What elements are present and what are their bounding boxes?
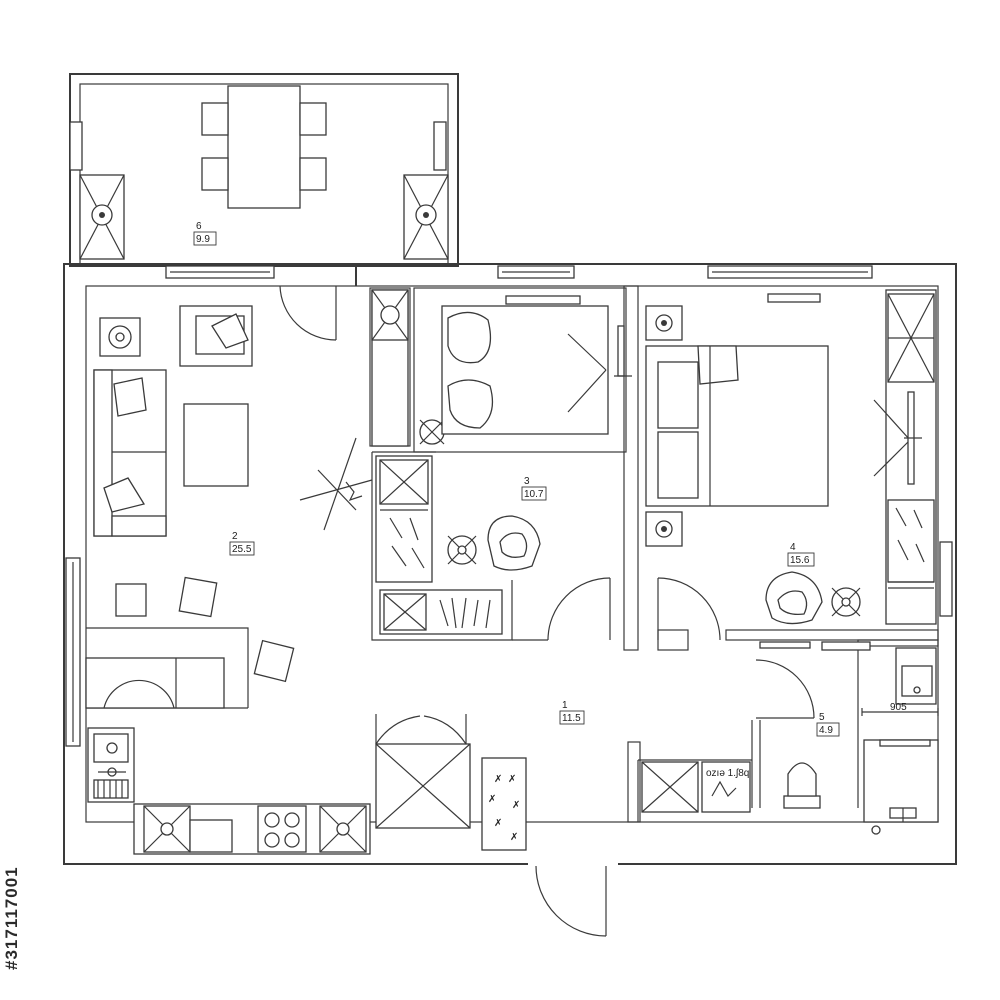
svg-text:4: 4 <box>790 542 796 553</box>
svg-text:6: 6 <box>196 221 202 232</box>
balcony-plant-left <box>79 174 125 260</box>
bedroom-3-armchair <box>487 515 541 571</box>
dining-chair <box>253 639 295 683</box>
svg-text:10.7: 10.7 <box>524 489 544 500</box>
balcony <box>69 73 459 267</box>
svg-text:25.5: 25.5 <box>232 544 252 555</box>
svg-text:ozıə 1.ʃ8q: ozıə 1.ʃ8q <box>706 768 749 779</box>
bedroom-4-lamp <box>831 587 861 617</box>
bathroom: 905 <box>783 647 939 835</box>
bedroom-3-bed <box>413 287 632 453</box>
balcony-dining-table <box>201 85 327 209</box>
living-plant <box>99 317 141 357</box>
hall-rug: ✗ ✗ ✗ ✗ ✗ ✗ <box>481 757 527 851</box>
hall-wardrobe <box>375 743 471 829</box>
bedroom-3-closet <box>375 455 433 583</box>
living-armchair <box>179 305 253 367</box>
floor-lamp <box>299 437 373 531</box>
nightstand <box>645 511 683 547</box>
doors <box>279 285 815 937</box>
stock-id-text: #317117001 <box>2 866 21 970</box>
svg-text:2: 2 <box>232 531 238 542</box>
svg-text:5: 5 <box>819 712 825 723</box>
bedroom-3-wardrobe <box>371 289 409 447</box>
kitchen-stove <box>257 805 307 853</box>
svg-text:9.9: 9.9 <box>196 234 210 245</box>
bedroom-3 <box>371 287 632 635</box>
room-label-4: 4 15.6 <box>787 542 815 567</box>
svg-text:15.6: 15.6 <box>790 555 810 566</box>
svg-text:✗: ✗ <box>508 774 516 785</box>
room-label-5: 5 4.9 <box>816 712 840 737</box>
bedroom-4 <box>645 289 937 651</box>
svg-text:3: 3 <box>524 476 530 487</box>
bedroom-3-shelf <box>379 589 503 635</box>
dining-chair <box>115 583 147 617</box>
room-label-3: 3 10.7 <box>521 476 547 501</box>
bedroom-4-wardrobe <box>873 289 937 625</box>
svg-text:✗: ✗ <box>494 818 502 829</box>
kitchen <box>87 727 371 855</box>
svg-text:✗: ✗ <box>512 800 520 811</box>
svg-text:1: 1 <box>562 700 568 711</box>
room-label-1: 1 11.5 <box>559 700 585 725</box>
svg-text:4.9: 4.9 <box>819 725 833 736</box>
nightstand <box>645 305 683 341</box>
living-room <box>85 305 373 709</box>
svg-text:✗: ✗ <box>488 794 496 805</box>
shower <box>863 739 939 835</box>
living-sofa <box>93 369 167 537</box>
bar-counter <box>85 627 249 709</box>
stock-id-watermark: #317117001 <box>2 760 21 970</box>
toilet <box>783 762 821 809</box>
bedroom-3-plant <box>419 419 445 445</box>
dining-chair <box>178 576 218 618</box>
hall: ✗ ✗ ✗ ✗ ✗ ✗ ozıə 1.ʃ8q <box>375 743 751 851</box>
bedroom-4-armchair <box>765 571 823 625</box>
boiler: ozıə 1.ʃ8q <box>701 761 751 813</box>
coffee-table <box>183 403 249 487</box>
svg-text:11.5: 11.5 <box>562 713 581 724</box>
bedroom-4-bed <box>645 345 829 507</box>
kitchen-cabinet <box>319 805 367 853</box>
svg-text:✗: ✗ <box>494 774 502 785</box>
svg-text:905: 905 <box>890 702 907 713</box>
balcony-plant-right <box>403 174 449 260</box>
washing-machine <box>641 761 699 813</box>
room-label-2: 2 25.5 <box>229 531 255 556</box>
kitchen-cabinet <box>143 805 191 853</box>
svg-text:✗: ✗ <box>510 832 518 843</box>
kitchen-sink <box>87 727 135 803</box>
outer-walls <box>63 263 957 865</box>
room-label-6: 6 9.9 <box>193 221 217 246</box>
bathroom-sink <box>895 647 937 705</box>
bedroom-3-lamp <box>447 535 477 565</box>
